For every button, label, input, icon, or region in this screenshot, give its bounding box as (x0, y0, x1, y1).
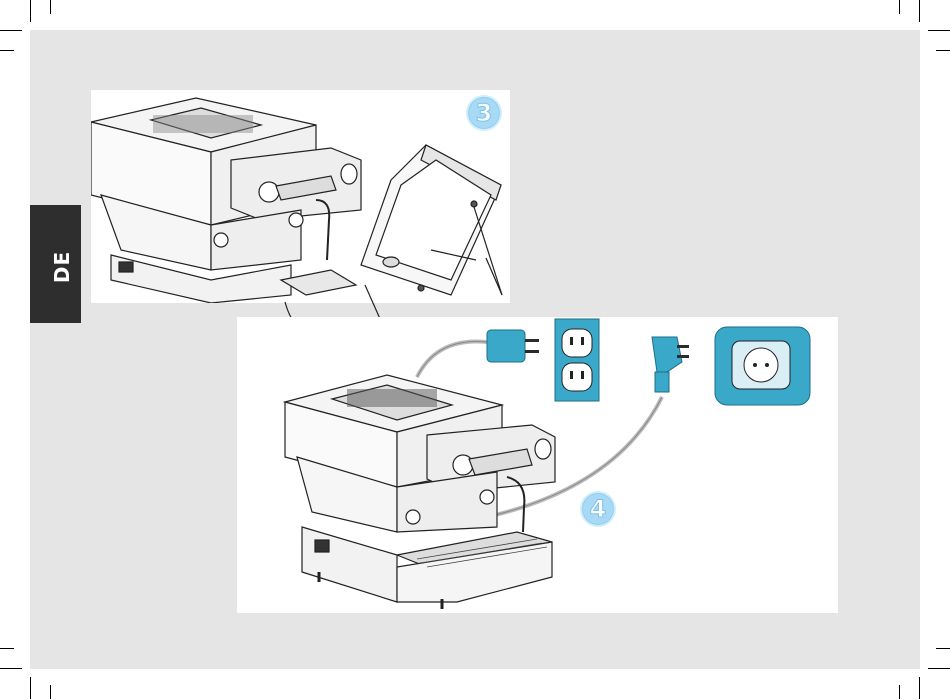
crop-mark (0, 50, 14, 51)
crop-mark (936, 648, 950, 649)
crop-mark (928, 30, 950, 31)
machine-power-connection-illustration (237, 317, 838, 613)
language-tab-label: DE (51, 247, 73, 287)
us-plug-icon (487, 330, 539, 362)
crop-mark (50, 0, 51, 14)
figure-step-3: 3 (91, 90, 510, 303)
crop-mark (919, 0, 920, 22)
machine-drip-tray-illustration (91, 90, 510, 303)
crop-mark (0, 648, 14, 649)
crop-mark (928, 668, 950, 669)
schuko-plug-icon (652, 337, 689, 392)
crop-mark (30, 0, 31, 22)
crop-mark (30, 677, 31, 699)
step-3-badge: 3 (466, 95, 502, 131)
crop-mark (50, 685, 51, 699)
crop-mark (899, 685, 900, 699)
crop-mark (0, 30, 22, 31)
schuko-outlet-icon (715, 327, 810, 405)
crop-mark (899, 0, 900, 14)
crop-mark (919, 677, 920, 699)
step-4-badge: 4 (580, 491, 616, 527)
crop-mark (936, 50, 950, 51)
us-outlet-icon (555, 319, 599, 401)
figure-step-4: 4 (237, 317, 838, 613)
crop-mark (0, 668, 22, 669)
